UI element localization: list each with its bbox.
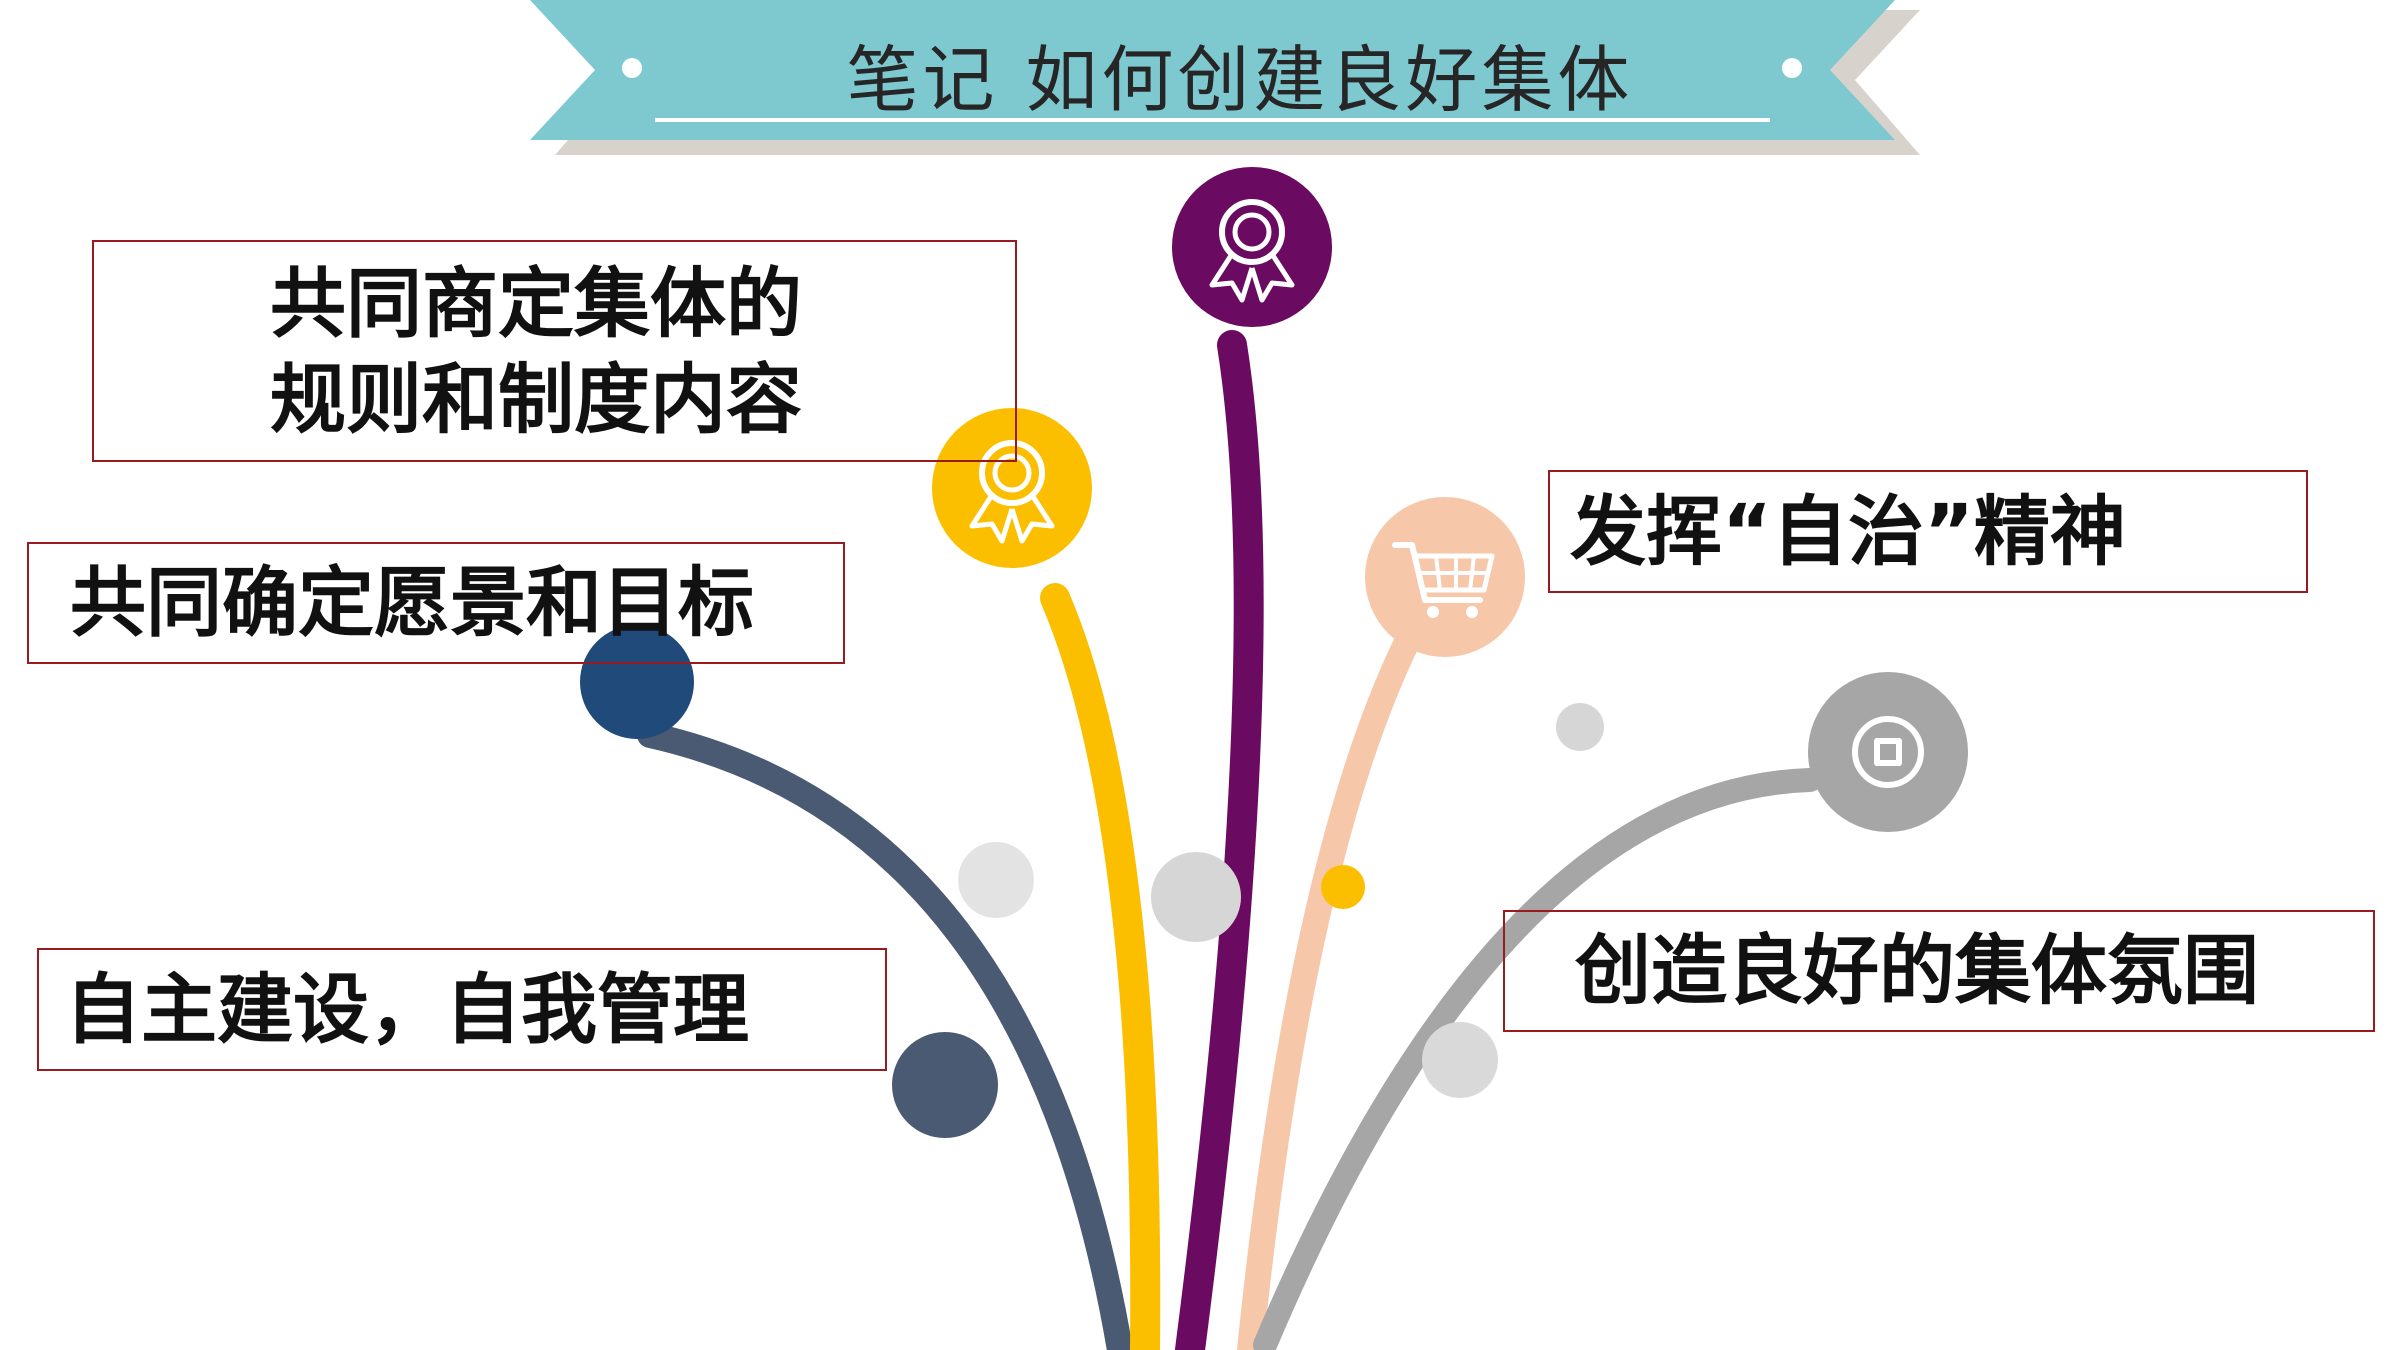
navy-stem: [637, 722, 1133, 1350]
gray-dot: [1151, 852, 1241, 942]
award-ribbon-icon: [932, 408, 1092, 568]
small-gray-dot: [1556, 703, 1604, 751]
award-ribbon-icon: [1172, 167, 1332, 327]
peach-stem: [1237, 627, 1421, 1350]
rules-text-line1: 共同商定集体的: [270, 259, 802, 348]
yellow-dot: [1321, 865, 1365, 909]
autonomy-text: 发挥“自治”精神: [1570, 487, 2126, 576]
vision-box: [27, 542, 845, 664]
purple-stem: [1175, 330, 1264, 1350]
yellow-stem: [1040, 583, 1161, 1350]
self-build-box: [37, 948, 887, 1071]
atmosphere-box: [1503, 910, 2375, 1032]
navy-dot-lower: [892, 1032, 998, 1138]
gray-stem: [1253, 768, 1822, 1350]
navy-dot-upper: [580, 625, 694, 739]
shopping-cart-icon: [1365, 497, 1525, 657]
self-build-text: 自主建设，自我管理: [65, 965, 749, 1054]
vision-text: 共同确定愿景和目标: [70, 558, 754, 647]
slide-title: 笔记 如何创建良好集体: [846, 38, 1634, 122]
rules-box: [92, 240, 1017, 462]
coin-icon: [1808, 672, 1968, 832]
atmosphere-text: 创造良好的集体氛围: [1575, 926, 2259, 1015]
gray-dot-lower: [1422, 1022, 1498, 1098]
title-ribbon: [530, 0, 1920, 155]
light-gray-dot: [958, 842, 1034, 918]
rules-text-line2: 规则和制度内容: [270, 355, 802, 444]
autonomy-box: [1548, 470, 2308, 593]
